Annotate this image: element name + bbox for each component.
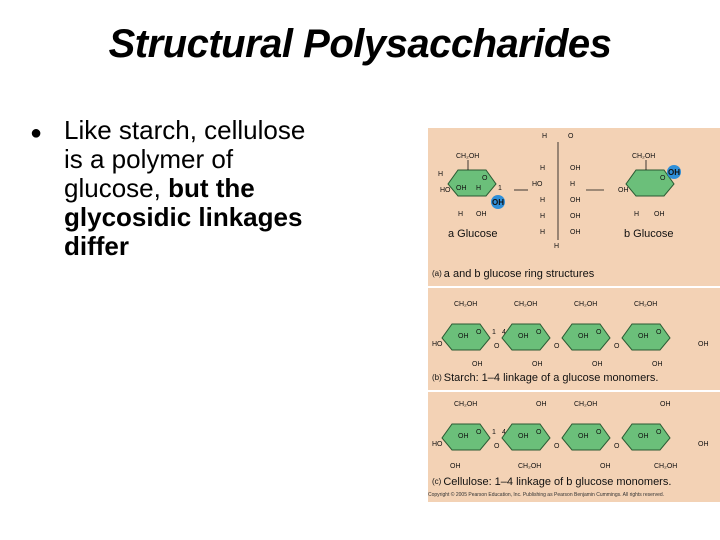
svg-text:CH₂OH: CH₂OH (632, 153, 655, 160)
svg-text:H: H (570, 181, 575, 188)
svg-text:OH: OH (518, 333, 529, 340)
svg-text:H: H (476, 185, 481, 192)
alpha-glucose-label: a Glucose (448, 228, 498, 240)
svg-text:OH: OH (450, 463, 461, 470)
svg-text:OH: OH (654, 211, 665, 218)
panel-a-tag: (a) (432, 269, 442, 278)
svg-text:H: H (540, 229, 545, 236)
svg-text:H: H (634, 211, 639, 218)
svg-text:OH: OH (456, 185, 467, 192)
svg-text:OH: OH (638, 333, 649, 340)
panel-b-caption: (b)Starch: 1–4 linkage of a glucose mono… (432, 372, 658, 384)
svg-text:H: H (540, 197, 545, 204)
glucose-structures-diagram: O CH₂OH H OH H HO H OH 1 OH H O HOH HOH … (432, 133, 709, 470)
svg-text:OH: OH (652, 361, 663, 368)
panel-a-caption: (a)a and b glucose ring structures (432, 268, 594, 280)
svg-text:O: O (614, 443, 620, 450)
panel-a-caption-text: a and b glucose ring structures (443, 268, 595, 280)
svg-text:OH: OH (518, 433, 529, 440)
starch-chain: CH₂OH CH₂OH CH₂OH CH₂OH HO OH OH OH OH O… (432, 301, 709, 368)
svg-text:1: 1 (498, 185, 502, 192)
alpha-glucose-ring: CH₂OH H OH H HO H OH 1 OH (438, 153, 505, 218)
svg-text:CH₂OH: CH₂OH (574, 401, 597, 408)
svg-text:OH: OH (618, 187, 629, 194)
svg-text:OH: OH (472, 361, 483, 368)
svg-text:O: O (554, 343, 560, 350)
svg-text:OH: OH (698, 341, 709, 348)
panel-c-caption: (c)Cellulose: 1–4 linkage of b glucose m… (432, 476, 671, 488)
svg-text:OH: OH (492, 198, 504, 207)
svg-text:OH: OH (592, 361, 603, 368)
glucose-figure: O CH₂OH H OH H HO H OH 1 OH H O HOH HOH … (428, 128, 720, 502)
bullet-marker: ● (30, 122, 43, 144)
svg-text:OH: OH (698, 441, 709, 448)
bullet-text-bold: but the glycosidic linkages differ (64, 173, 303, 261)
svg-text:H: H (540, 213, 545, 220)
bullet-text: Like starch, cellulose is a polymer of g… (64, 116, 314, 261)
svg-text:HO: HO (532, 181, 543, 188)
svg-text:O: O (494, 343, 500, 350)
svg-text:OH: OH (600, 463, 611, 470)
svg-text:OH: OH (570, 213, 581, 220)
panel-separator (428, 286, 720, 288)
svg-text:OH: OH (638, 433, 649, 440)
svg-text:O: O (494, 443, 500, 450)
svg-text:OH: OH (570, 165, 581, 172)
cellulose-chain: CH₂OH OH CH₂OH OH HO OH OH OH OH OH OH C… (432, 401, 709, 470)
svg-text:HO: HO (432, 441, 443, 448)
panel-separator (428, 390, 720, 392)
beta-glucose-ring: CH₂OH OH H OH OH (618, 153, 681, 218)
slide-title: Structural Polysaccharides (108, 22, 612, 66)
svg-text:OH: OH (570, 229, 581, 236)
svg-text:CH₂OH: CH₂OH (574, 301, 597, 308)
svg-text:H: H (554, 243, 559, 250)
svg-text:H: H (438, 171, 443, 178)
bullet-text-plain: Like starch, cellulose is a polymer of g… (64, 115, 306, 203)
svg-text:HO: HO (432, 341, 443, 348)
svg-text:CH₂OH: CH₂OH (634, 301, 657, 308)
svg-text:OH: OH (578, 333, 589, 340)
svg-text:H: H (540, 165, 545, 172)
svg-text:4: 4 (502, 329, 506, 336)
svg-text:H: H (458, 211, 463, 218)
svg-text:CH₂OH: CH₂OH (456, 153, 479, 160)
svg-text:1: 1 (492, 429, 496, 436)
svg-text:OH: OH (536, 401, 547, 408)
svg-text:O: O (614, 343, 620, 350)
svg-text:OH: OH (458, 433, 469, 440)
svg-text:OH: OH (570, 197, 581, 204)
panel-c-tag: (c) (432, 477, 442, 486)
panel-c-caption-text: Cellulose: 1–4 linkage of b glucose mono… (443, 476, 672, 488)
svg-text:1: 1 (492, 329, 496, 336)
svg-text:HO: HO (440, 187, 451, 194)
svg-text:OH: OH (458, 333, 469, 340)
svg-text:OH: OH (476, 211, 487, 218)
svg-text:CH₂OH: CH₂OH (454, 301, 477, 308)
svg-text:OH: OH (532, 361, 543, 368)
svg-text:OH: OH (668, 168, 680, 177)
svg-text:CH₂OH: CH₂OH (654, 463, 677, 470)
svg-text:O: O (554, 443, 560, 450)
svg-text:4: 4 (502, 429, 506, 436)
svg-text:OH: OH (578, 433, 589, 440)
svg-text:CH₂OH: CH₂OH (454, 401, 477, 408)
copyright-notice: Copyright © 2005 Pearson Education, Inc.… (428, 492, 665, 498)
svg-text:O: O (568, 133, 574, 140)
beta-glucose-label: b Glucose (624, 228, 674, 240)
bullet-point: ● Like starch, cellulose is a polymer of… (30, 116, 410, 261)
svg-text:CH₂OH: CH₂OH (514, 301, 537, 308)
svg-text:CH₂OH: CH₂OH (518, 463, 541, 470)
svg-text:OH: OH (660, 401, 671, 408)
panel-b-caption-text: Starch: 1–4 linkage of a glucose monomer… (443, 372, 659, 384)
panel-b-tag: (b) (432, 373, 442, 382)
svg-text:H: H (542, 133, 547, 140)
